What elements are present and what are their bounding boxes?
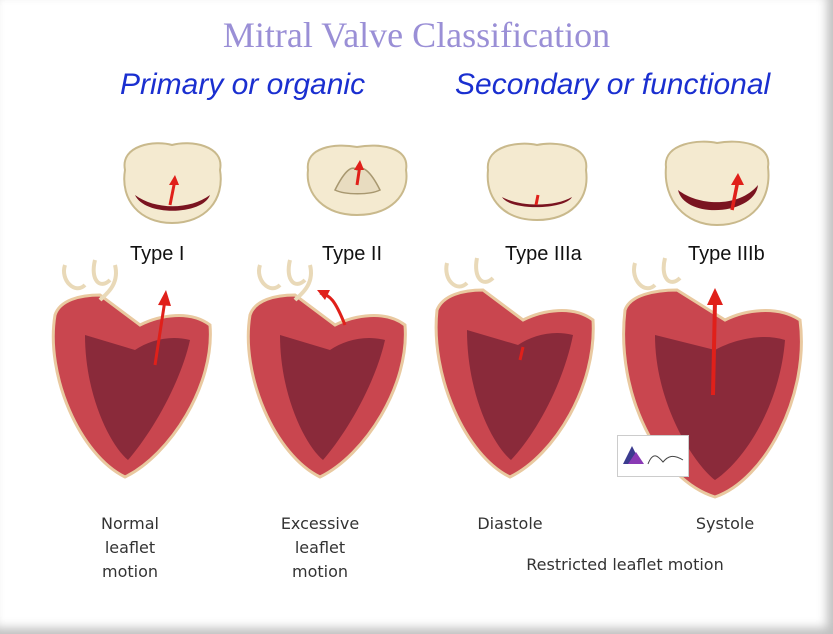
caption-type-1: Normal leaflet motion	[80, 512, 180, 584]
subtitle-secondary: Secondary or functional	[455, 68, 770, 102]
valve-view-type-3a	[480, 135, 595, 230]
heart-illustration-type-1	[40, 255, 225, 480]
page-title: Mitral Valve Classification	[0, 14, 833, 56]
caption-line: leaflet	[265, 536, 375, 560]
artist-logo	[617, 435, 689, 477]
caption-line: Excessive	[265, 512, 375, 536]
heart-illustration-type-2	[235, 255, 420, 480]
subtitle-primary: Primary or organic	[120, 68, 365, 102]
caption-line: Normal	[80, 512, 180, 536]
caption-line: motion	[80, 560, 180, 584]
heart-illustration-type-3a	[425, 255, 610, 480]
caption-type-3a: Diastole	[465, 512, 555, 536]
valve-view-type-3b	[660, 135, 775, 230]
caption-line: motion	[265, 560, 375, 584]
caption-restricted-group: Restricted leaflet motion	[505, 553, 745, 577]
mountain-logo-icon	[618, 436, 688, 476]
caption-line: Systole	[680, 512, 770, 536]
valve-view-type-1	[115, 135, 230, 230]
valve-view-type-2	[300, 135, 415, 230]
caption-type-2: Excessive leaflet motion	[265, 512, 375, 584]
caption-line: leaflet	[80, 536, 180, 560]
caption-line: Diastole	[465, 512, 555, 536]
caption-type-3b: Systole	[680, 512, 770, 536]
